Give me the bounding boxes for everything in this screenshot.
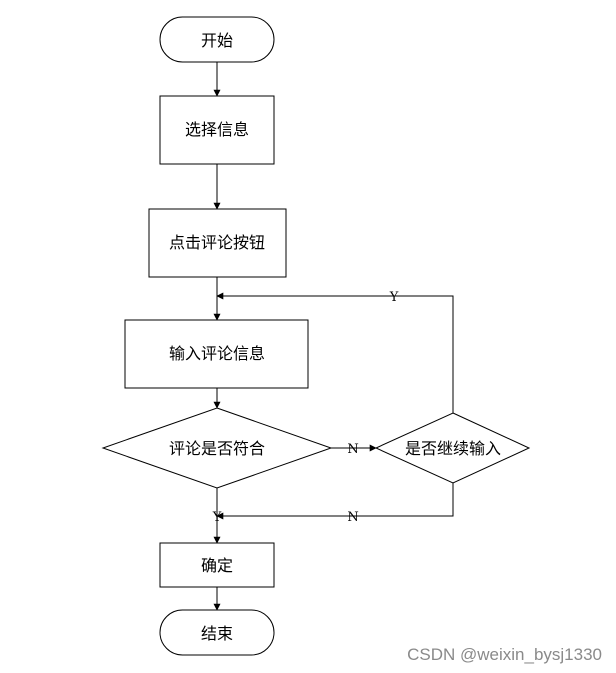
- end-node: 结束: [159, 609, 275, 656]
- continue-input-decision: 是否继续输入: [374, 412, 531, 484]
- start-label: 开始: [201, 31, 233, 50]
- select-info-node: 选择信息: [159, 95, 275, 165]
- input-comment-info-node: 输入评论信息: [124, 319, 309, 389]
- confirm-label: 确定: [201, 556, 233, 575]
- start-node: 开始: [159, 16, 275, 63]
- watermark: CSDN @weixin_bysj1330: [407, 645, 602, 664]
- edge-label-continue-yes: Y: [389, 290, 399, 305]
- edge-label-valid-no: N: [347, 442, 358, 457]
- click-comment-button-label: 点击评论按钮: [169, 233, 265, 252]
- arrow-continue-yes-loop: [216, 292, 454, 413]
- comment-valid-decision: 评论是否符合: [101, 407, 333, 489]
- confirm-node: 确定: [159, 542, 275, 588]
- continue-input-label: 是否继续输入: [405, 439, 501, 458]
- arrow-continue-no-to-confirm: [216, 483, 454, 520]
- input-comment-info-label: 输入评论信息: [169, 344, 265, 363]
- edge-label-valid-yes: Y: [212, 510, 222, 525]
- edge-label-continue-no: N: [347, 510, 358, 525]
- select-info-label: 选择信息: [185, 120, 249, 139]
- end-label: 结束: [201, 624, 233, 643]
- click-comment-button-node: 点击评论按钮: [148, 208, 287, 278]
- comment-valid-label: 评论是否符合: [169, 439, 265, 458]
